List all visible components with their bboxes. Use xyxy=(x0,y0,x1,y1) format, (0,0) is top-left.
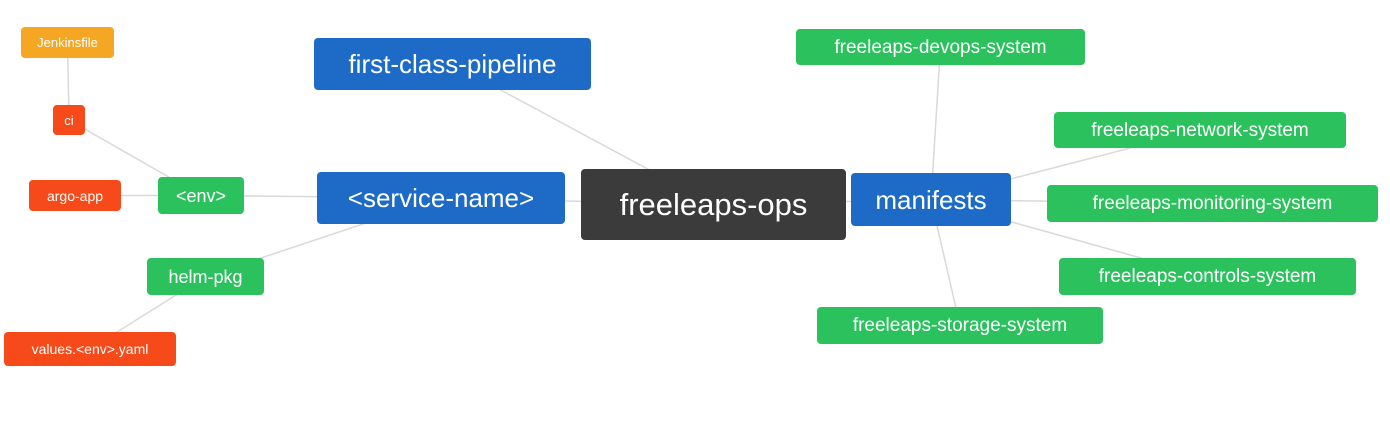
node-jenkinsfile[interactable]: Jenkinsfile xyxy=(21,27,114,58)
node-freeleaps-monitoring-system[interactable]: freeleaps-monitoring-system xyxy=(1047,185,1378,222)
node-values-env-yaml[interactable]: values.<env>.yaml xyxy=(4,332,176,366)
node-first-class-pipeline[interactable]: first-class-pipeline xyxy=(314,38,591,90)
node-freeleaps-devops-system[interactable]: freeleaps-devops-system xyxy=(796,29,1085,65)
node-manifests[interactable]: manifests xyxy=(851,173,1011,226)
node-ci[interactable]: ci xyxy=(53,105,85,135)
node-argo-app[interactable]: argo-app xyxy=(29,180,121,211)
node-freeleaps-network-system[interactable]: freeleaps-network-system xyxy=(1054,112,1346,148)
node-freeleaps-storage-system[interactable]: freeleaps-storage-system xyxy=(817,307,1103,344)
node-freeleaps-controls-system[interactable]: freeleaps-controls-system xyxy=(1059,258,1356,295)
node-env[interactable]: <env> xyxy=(158,177,244,214)
node-helm-pkg[interactable]: helm-pkg xyxy=(147,258,264,295)
node-freeleaps-ops[interactable]: freeleaps-ops xyxy=(581,169,846,240)
node-service-name[interactable]: <service-name> xyxy=(317,172,565,224)
